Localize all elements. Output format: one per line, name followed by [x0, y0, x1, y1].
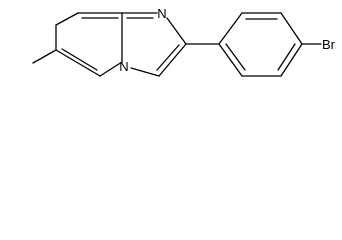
bond-c2-c3: [158, 43, 187, 77]
bond-ph4-ph5-inner: [277, 43, 296, 71]
bond-n4-c5: [99, 61, 123, 77]
phenyl-ring: [218, 12, 303, 77]
bond-c5-c6: [55, 49, 101, 77]
bond-ph4-ph5: [280, 43, 303, 77]
atom-n-bridgehead: N: [119, 59, 128, 74]
bond-ph6-ph1: [218, 43, 243, 77]
atom-bromine: Br: [322, 37, 336, 52]
bond-ph1-ph2: [218, 12, 243, 45]
bond-n1-c2: [166, 17, 187, 45]
bond-ph3-ph4: [280, 12, 303, 45]
bond-c7-c8: [55, 12, 79, 26]
chemical-structure-diagram: N N Br: [32, 6, 336, 77]
bond-ph6-ph1-inner: [225, 43, 246, 71]
bond-c3-n4: [130, 67, 160, 77]
bond-methyl: [32, 49, 57, 64]
atom-n-imine: N: [157, 6, 166, 21]
bond-c2-c3-inner: [156, 44, 180, 71]
pyridine-ring: [55, 12, 123, 77]
bond-c5-c6-inner: [61, 48, 98, 71]
imidazole-ring: [121, 12, 187, 77]
